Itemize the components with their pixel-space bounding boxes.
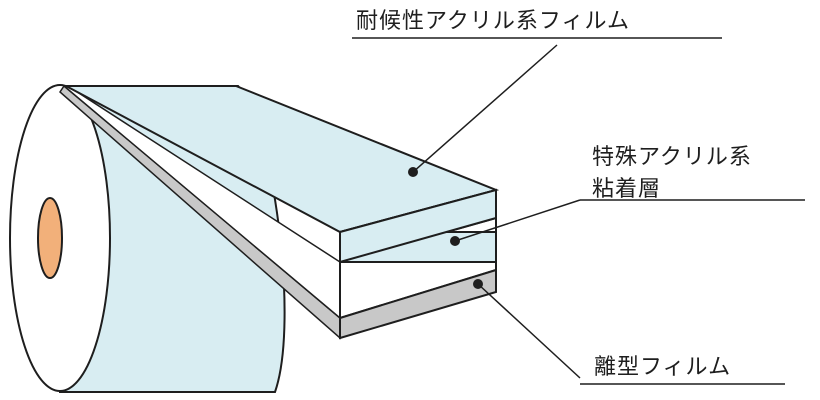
dot-adhesive [450,236,460,246]
strip-front-face [339,188,497,264]
strip-side-gray [339,268,497,340]
label-adhesive-line2: 粘着層 [592,177,661,202]
callout-release: 離型フィルム [580,355,785,385]
leader-adhesive [454,199,581,242]
label-top-film: 耐候性アクリル系フィルム [356,9,630,34]
label-release-film: 離型フィルム [594,355,731,380]
leader-lines [412,44,581,379]
callout-top-film: 耐候性アクリル系フィルム [352,9,722,39]
callout-adhesive: 特殊アクリル系 粘着層 [580,145,805,202]
leader-release [477,283,581,379]
roll-core [37,197,63,279]
leader-dots [408,167,483,289]
label-adhesive-line1: 特殊アクリル系 [592,145,752,170]
dot-top-film [408,167,418,177]
laminate-strip [59,84,500,340]
front-film-layer [339,188,497,264]
leader-top-film [412,44,558,173]
dot-release [473,279,483,289]
